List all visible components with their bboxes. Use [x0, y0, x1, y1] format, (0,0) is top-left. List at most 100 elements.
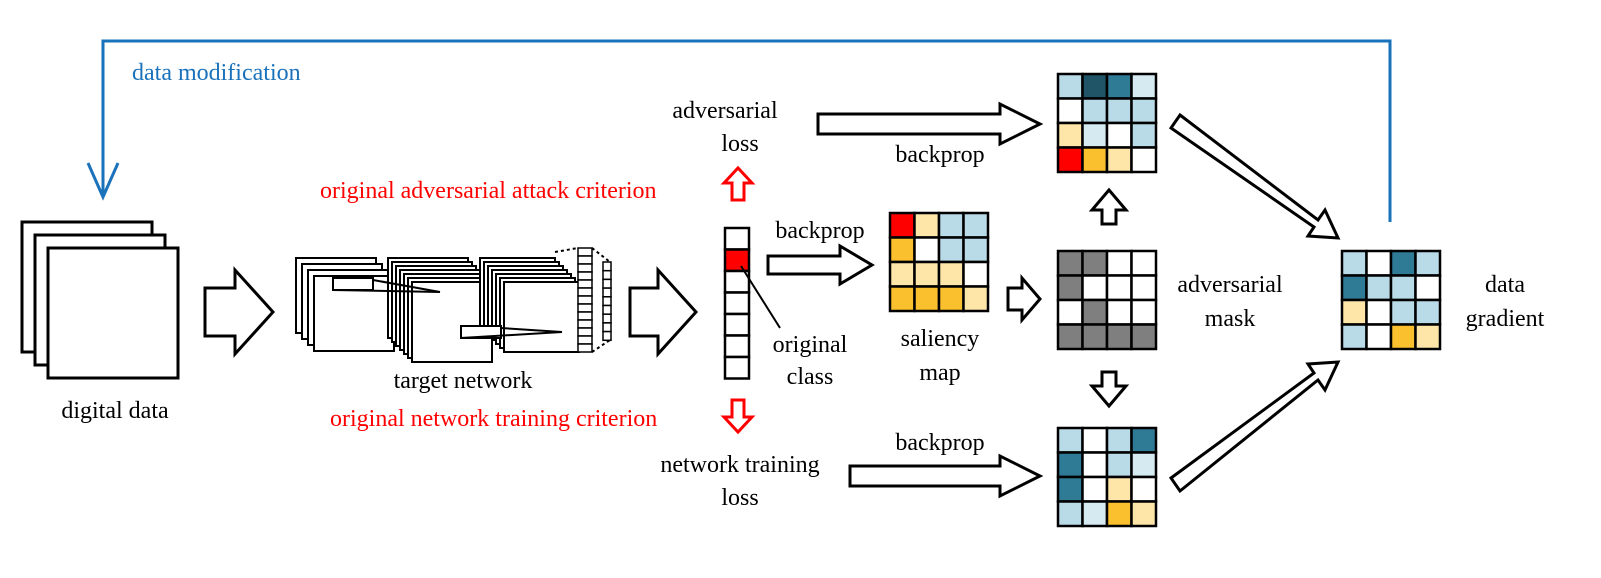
fc-unit — [602, 269, 612, 281]
grid-cell — [1130, 249, 1158, 277]
grid-cell — [1365, 249, 1393, 277]
fc-unit — [602, 330, 612, 342]
grid-cell — [1081, 323, 1109, 351]
arrow-adv-loss-backprop — [816, 101, 1044, 147]
grid-cell — [1130, 323, 1158, 351]
fc-unit — [577, 279, 593, 289]
grid-cell — [888, 236, 916, 264]
grid-cell — [1056, 97, 1084, 125]
grid-cell — [1081, 249, 1109, 277]
grid-cell — [1130, 298, 1158, 326]
grid-cell — [1105, 72, 1133, 100]
fc-unit — [602, 304, 612, 315]
digital-data-stack: digital data — [20, 220, 180, 424]
grid-cell — [1081, 451, 1109, 479]
grid-cell — [1081, 97, 1109, 125]
grid-cell — [1105, 426, 1133, 454]
grid-cell — [1105, 298, 1133, 326]
fc-unit — [577, 287, 593, 297]
fc-unit — [577, 271, 593, 281]
grid-cell — [888, 211, 916, 239]
grid-cell — [913, 260, 941, 288]
criterion-arrows — [720, 165, 756, 435]
grid-cell — [1105, 500, 1133, 528]
adversarial-loss-label-1: adversarial — [672, 98, 778, 124]
grid-cell — [1081, 500, 1109, 528]
grid-cell — [1389, 298, 1417, 326]
output-cell — [723, 291, 751, 316]
grid-cell — [1130, 121, 1158, 149]
grid-cell — [937, 236, 965, 264]
grid-cell — [1056, 249, 1084, 277]
adversarial-loss-gradient-grid — [1056, 72, 1158, 174]
grid-cell — [1081, 298, 1109, 326]
grid-cell — [913, 285, 941, 313]
backprop-bottom-label: backprop — [895, 430, 984, 456]
grid-cell — [1340, 249, 1368, 277]
grid-cell — [1130, 274, 1158, 302]
grid-cell — [913, 211, 941, 239]
original-class-label-2: class — [787, 364, 834, 390]
kernel-line — [332, 289, 441, 293]
kernel-line — [500, 327, 563, 333]
adversarial-mask-label-2: mask — [1205, 306, 1256, 332]
adversarial-mask-label-1: adversarial — [1177, 272, 1283, 298]
grid-cell — [1340, 323, 1368, 351]
adversarial-mask-grid — [1056, 249, 1158, 351]
grid-cell — [1340, 274, 1368, 302]
grid-cell — [1389, 323, 1417, 351]
grid-cell — [1105, 249, 1133, 277]
fc-unit — [577, 343, 593, 353]
grid-cell — [1414, 323, 1442, 351]
grid-cell — [888, 260, 916, 288]
fc-unit — [577, 303, 593, 313]
fc-unit — [577, 263, 593, 273]
data-gradient-label-1: data — [1485, 272, 1525, 298]
feature-map — [411, 281, 493, 363]
saliency-map-grid — [888, 211, 990, 313]
grid-cell — [888, 285, 916, 313]
adversarial-attack-criterion-label: original adversarial attack criterion — [320, 178, 657, 204]
arrow-data-to-network — [203, 266, 276, 358]
digital-data-label: digital data — [61, 398, 169, 424]
grid-cell — [1130, 72, 1158, 100]
grid-cell — [962, 211, 990, 239]
original-class-pointer — [740, 265, 781, 329]
grid-cell — [1130, 146, 1158, 174]
arrow-mask-up — [1088, 187, 1130, 226]
red-arrow-down — [720, 398, 756, 435]
grid-cell — [1081, 146, 1109, 174]
grid-cell — [1081, 274, 1109, 302]
grid-cell — [1056, 323, 1084, 351]
fc-unit — [602, 296, 612, 307]
fc-unit — [602, 278, 612, 289]
saliency-map-label-2: map — [919, 360, 960, 386]
grid-cell — [937, 260, 965, 288]
grid-cell — [1056, 451, 1084, 479]
grid-cell — [1130, 426, 1158, 454]
backprop-top-label: backprop — [895, 142, 984, 168]
data-modification-label: data modification — [132, 60, 301, 86]
fc-unit — [577, 311, 593, 321]
grid-cell — [1056, 121, 1084, 149]
fc-unit — [602, 322, 612, 333]
saliency-map-label-1: saliency — [901, 326, 980, 352]
grid-cell — [1105, 323, 1133, 351]
feedback-line — [101, 39, 1392, 222]
fc-connector — [554, 247, 579, 253]
output-cell — [723, 334, 751, 359]
target-network-label: target network — [394, 368, 533, 394]
output-cell — [723, 226, 751, 251]
arrow-mask-down — [1088, 370, 1130, 409]
grid-cell — [1056, 274, 1084, 302]
grid-cell — [1105, 274, 1133, 302]
grid-cell — [1365, 298, 1393, 326]
fc-unit — [577, 319, 593, 329]
target-network — [295, 247, 612, 363]
grid-cell — [913, 236, 941, 264]
network-training-criterion-label: original network training criterion — [330, 406, 657, 432]
network-training-loss-label-1: network training — [660, 452, 819, 478]
kernel-line — [460, 331, 563, 339]
grid-cell — [962, 260, 990, 288]
